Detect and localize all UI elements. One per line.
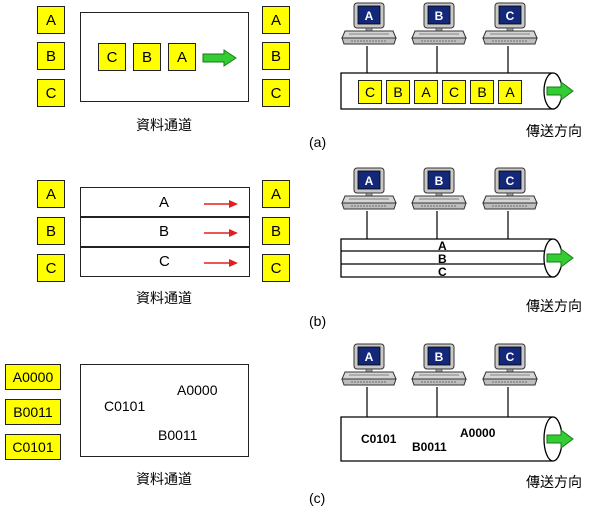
source-box-b: B <box>37 217 65 245</box>
computer-letter: A <box>365 350 374 364</box>
channel-box-2: B <box>133 43 161 71</box>
computer-icon: A <box>341 343 397 394</box>
red-arrow-icon <box>204 229 238 237</box>
source-box-c: C <box>37 79 65 107</box>
computer-graphic: B <box>411 167 467 210</box>
computer-letter: B <box>435 9 444 23</box>
channel-box-1: C <box>98 43 126 71</box>
channel-item-a0000: A0000 <box>177 382 218 398</box>
source-box-c0101: C0101 <box>5 434 61 460</box>
computer-icon: C <box>482 343 538 394</box>
computer-graphic: A <box>341 167 397 210</box>
tube-box-4: C <box>442 80 466 104</box>
computer-graphic: A <box>341 343 397 386</box>
computer-graphic: C <box>482 167 538 210</box>
computer-icon: B <box>411 343 467 394</box>
lane-label-b: B <box>159 223 170 240</box>
tube-item-b0011: B0011 <box>412 440 447 454</box>
source-box-c: C <box>37 254 65 282</box>
data-channel <box>80 364 249 457</box>
computer-icon: A <box>341 167 397 218</box>
dest-box-c: C <box>262 254 290 282</box>
network-diagram-b <box>340 211 574 278</box>
computer-letter: A <box>365 174 374 188</box>
computer-icon: C <box>482 167 538 218</box>
channel-box-3: A <box>168 43 196 71</box>
red-arrow-icon <box>204 200 238 208</box>
tube-item-a0000: A0000 <box>460 426 496 440</box>
computer-letter: C <box>506 9 515 23</box>
computer-letter: C <box>506 174 515 188</box>
computer-letter: A <box>365 9 374 23</box>
computer-icon: B <box>411 2 467 53</box>
green-arrow-icon <box>202 49 237 67</box>
source-box-a: A <box>37 180 65 208</box>
tube-lane-b: B <box>438 252 447 266</box>
tube-box-1: C <box>358 80 382 104</box>
tube-item-c0101: C0101 <box>361 432 397 446</box>
tube-box-6: A <box>498 80 522 104</box>
computer-icon: A <box>341 2 397 53</box>
lane-label-c: C <box>159 253 170 270</box>
dest-box-b: B <box>262 217 290 245</box>
dest-box-b: B <box>262 42 290 70</box>
computer-graphic: B <box>411 343 467 386</box>
channel-label: 資料通道 <box>136 290 192 306</box>
tube-box-2: B <box>386 80 410 104</box>
direction-label: 傳送方向 <box>526 298 582 314</box>
caption-c: (c) <box>309 490 326 506</box>
dest-box-a: A <box>262 6 290 34</box>
direction-label: 傳送方向 <box>526 474 582 490</box>
computer-graphic: C <box>482 2 538 45</box>
red-arrow-icon <box>204 259 238 267</box>
computer-icon: B <box>411 167 467 218</box>
computer-letter: B <box>435 350 444 364</box>
channel-label: 資料通道 <box>136 117 192 133</box>
caption-a: (a) <box>309 134 327 150</box>
direction-label: 傳送方向 <box>526 123 582 139</box>
source-box-a: A <box>37 6 65 34</box>
dest-box-c: C <box>262 79 290 107</box>
dest-box-a: A <box>262 180 290 208</box>
source-box-b0011: B0011 <box>5 399 61 425</box>
lane-divider <box>80 216 250 218</box>
computer-letter: B <box>435 174 444 188</box>
channel-item-b0011: B0011 <box>158 427 198 443</box>
computer-icon: C <box>482 2 538 53</box>
source-box-a0000: A0000 <box>5 364 61 390</box>
tube-lane-a: A <box>438 239 447 253</box>
lane-label-a: A <box>159 194 170 211</box>
computer-graphic: A <box>341 2 397 45</box>
tube-box-3: A <box>414 80 438 104</box>
tube-lane-c: C <box>438 265 447 279</box>
caption-b: (b) <box>309 313 327 329</box>
lane-divider <box>80 246 250 248</box>
channel-item-c0101: C0101 <box>104 398 146 414</box>
source-box-b: B <box>37 42 65 70</box>
computer-graphic: C <box>482 343 538 386</box>
data-channel <box>80 187 250 277</box>
channel-label: 資料通道 <box>136 471 192 487</box>
computer-letter: C <box>506 350 515 364</box>
tube-box-5: B <box>470 80 494 104</box>
network-diagram-c <box>340 387 574 462</box>
computer-graphic: B <box>411 2 467 45</box>
